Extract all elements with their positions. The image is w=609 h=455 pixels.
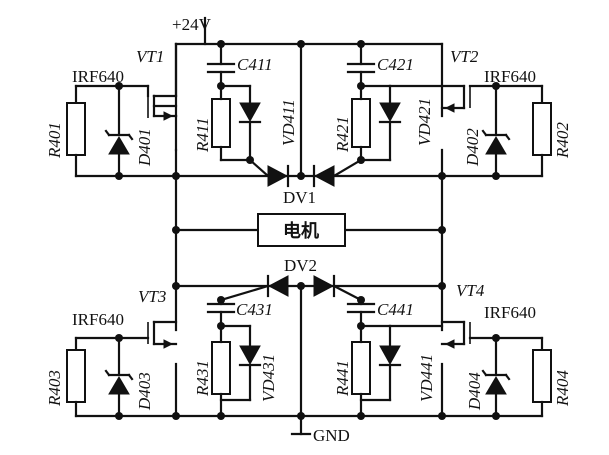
- right-node: [438, 42, 446, 418]
- r403-label: R403: [45, 370, 64, 407]
- gate-network-vt3: [66, 334, 134, 418]
- transistor-vt1: [117, 42, 178, 152]
- r402-label: R402: [553, 122, 572, 159]
- transistor-vt3: [117, 320, 178, 349]
- dv1-label: DV1: [283, 188, 316, 207]
- diode-dv1: [174, 164, 444, 188]
- c421-label: C421: [377, 55, 414, 74]
- ground-label: GND: [313, 426, 350, 445]
- vd441-label: VD441: [417, 354, 436, 402]
- gate-network-vt4: [481, 334, 552, 418]
- d404-label: D404: [465, 372, 484, 411]
- r431-label: R431: [193, 360, 212, 397]
- vt3-part: IRF640: [72, 310, 124, 329]
- vt1-ref: VT1: [136, 47, 164, 66]
- supply-label: +24V: [172, 15, 212, 34]
- gate-network-vt2: [440, 82, 552, 180]
- vt1-part: IRF640: [72, 67, 124, 86]
- supply-rail: [174, 16, 444, 48]
- snubber-441: [332, 284, 444, 418]
- vt4-part: IRF640: [484, 303, 536, 322]
- ground-rail: [74, 412, 544, 436]
- vt2-ref: VT2: [450, 47, 479, 66]
- motor-load: [174, 213, 444, 247]
- vd421-label: VD421: [415, 98, 434, 146]
- d403-label: D403: [135, 372, 154, 411]
- left-node: [172, 42, 180, 418]
- d402-label: D402: [463, 128, 482, 167]
- c411-label: C411: [237, 55, 273, 74]
- c441-label: C441: [377, 300, 414, 319]
- motor-label: 电机: [283, 220, 319, 242]
- center-wire: [297, 42, 305, 418]
- dv2-label: DV2: [284, 256, 317, 275]
- vt2-part: IRF640: [484, 67, 536, 86]
- transistor-vt4: [440, 320, 498, 349]
- vt4-ref: VT4: [456, 281, 485, 300]
- r421-label: R421: [333, 116, 352, 153]
- transistor-vt2: [440, 84, 498, 113]
- r411-label: R411: [193, 117, 212, 153]
- c431-label: C431: [236, 300, 273, 319]
- vd411-label: VD411: [279, 99, 298, 146]
- snubber-431: [206, 284, 270, 418]
- r404-label: R404: [553, 370, 572, 407]
- r401-label: R401: [45, 122, 64, 159]
- snubber-421: [332, 42, 444, 178]
- vd431-label: VD431: [259, 354, 278, 402]
- snubber-411: [206, 42, 270, 178]
- gate-network-vt1: [66, 82, 178, 180]
- vt3-ref: VT3: [138, 287, 166, 306]
- diode-dv2: [174, 274, 444, 298]
- d401-label: D401: [135, 128, 154, 167]
- r441-label: R441: [333, 360, 352, 397]
